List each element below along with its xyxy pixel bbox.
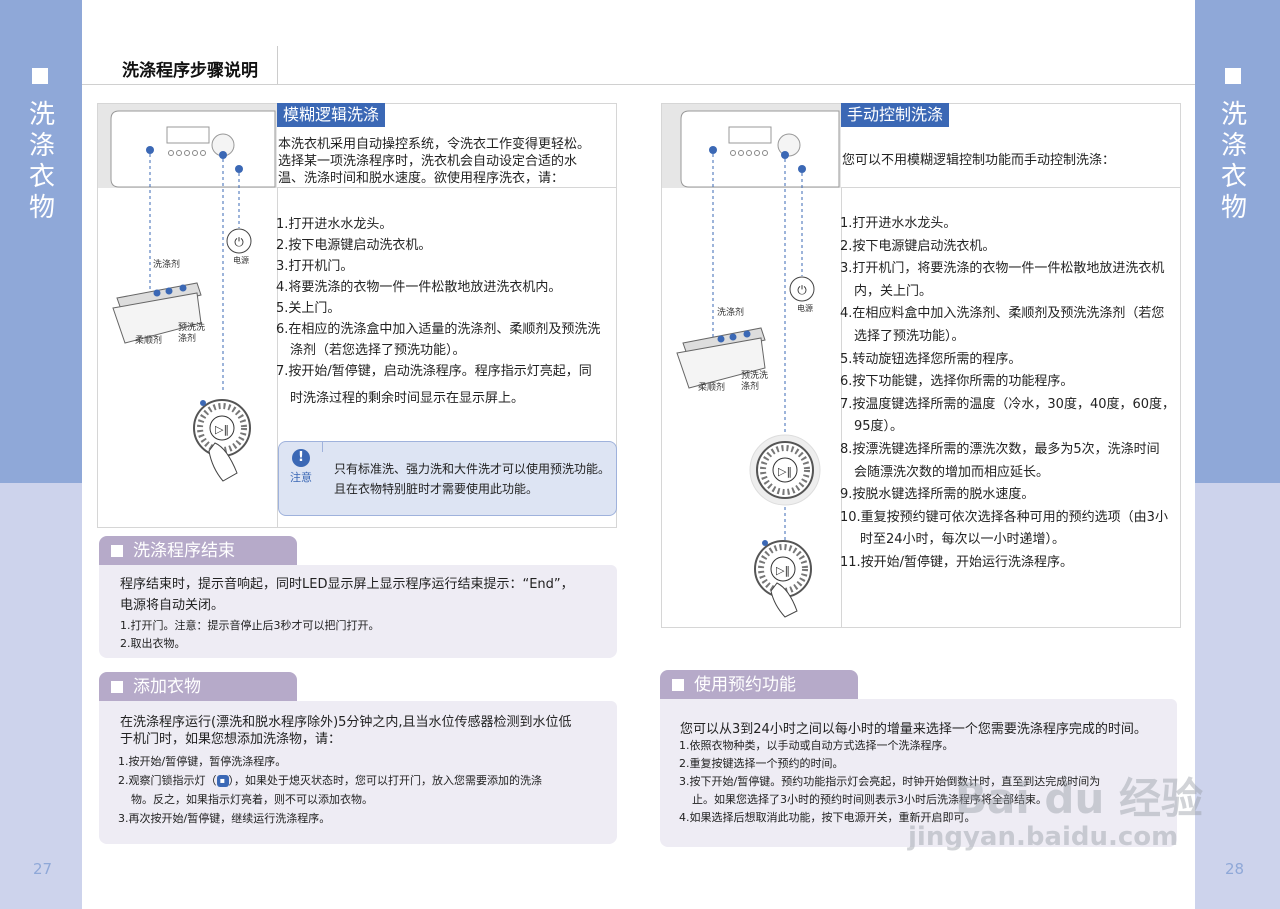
end-section-tab: 洗涤程序结束	[99, 536, 297, 566]
prewash-label: 预洗洗涤剂	[741, 371, 769, 392]
right-side-bar: 洗涤衣物	[1195, 0, 1280, 909]
svg-text:▷‖: ▷‖	[215, 423, 229, 436]
list-item: 物。反之，如果指示灯亮着，则不可以添加衣物。	[131, 793, 373, 806]
list-item: 2.观察门锁指示灯（▪），如果处于熄灭状态时，您可以打开门，放入您需要添加的洗涤	[118, 774, 542, 787]
svg-text:⏻: ⏻	[797, 283, 807, 297]
note-text: 只有标准洗、强力洗和大件洗才可以使用预洗功能。且在衣物特别脏时才需要使用此功能。	[334, 462, 611, 496]
page-title: 洗涤程序步骤说明	[122, 61, 258, 81]
note-label: 注意	[290, 471, 312, 484]
side-square-icon	[1225, 68, 1241, 84]
watermark-brand: Bai du 经验	[955, 774, 1203, 823]
list-item: 3.打开机门。	[276, 259, 354, 274]
list-item: 4.在相应料盒中加入洗涤剂、柔顺剂及预洗洗涤剂（若您	[840, 306, 1165, 322]
list-item: 止。如果您选择了3小时的预约时间则表示3小时后洗涤程序将全部结束。	[692, 793, 1047, 806]
reserve-section-tab: 使用预约功能	[660, 670, 858, 700]
list-item: 2.取出衣物。	[120, 637, 186, 650]
power-label: 电源	[797, 304, 813, 313]
list-item: 时至24小时，每次以一小时递增）。	[860, 532, 1066, 548]
list-item: 4.将要洗涤的衣物一件一件松散地放进洗衣机内。	[276, 280, 562, 295]
detergent-label: 洗涤剂	[153, 260, 181, 270]
list-item: 4.如果选择后想取消此功能，按下电源开关，重新开启即可。	[679, 811, 976, 824]
watermark-url: jingyan.baidu.com	[908, 822, 1179, 852]
list-item: 95度）。	[854, 419, 904, 435]
svg-text:▷‖: ▷‖	[776, 564, 790, 577]
list-item: 6.在相应的洗涤盒中加入适量的洗涤剂、柔顺剂及预洗洗	[276, 322, 601, 337]
svg-text:▷‖: ▷‖	[778, 465, 792, 478]
list-item: 5.转动旋钮选择您所需的程序。	[840, 351, 1022, 367]
list-item: 选择了预洗功能）。	[854, 328, 965, 344]
list-item: 3.按下开始/暂停键。预约功能指示灯会亮起，时钟开始倒数计时，直至到达完成时间为	[679, 775, 1101, 788]
list-item: 2.重复按键选择一个预约的时间。	[679, 757, 844, 770]
page-number-left: 27	[33, 860, 53, 878]
list-item: 时洗涤过程的剩余时间显示在显示屏上。	[290, 391, 525, 406]
warning-icon: !	[292, 449, 310, 467]
fuzzy-steps: 1.打开进水水龙头。 2.按下电源键启动洗衣机。 3.打开机门。 4.将要洗涤的…	[276, 213, 600, 408]
list-item: 1.打开进水水龙头。	[840, 216, 957, 231]
manual-steps: 1.打开进水水龙头。 2.按下电源键启动洗衣机。 3.打开机门，将要洗涤的衣物一…	[840, 213, 1175, 575]
manual-title: 手动控制洗涤	[841, 103, 950, 127]
softener-label: 柔顺剂	[698, 383, 726, 393]
end-line: 程序结束时，提示音响起，同时LED显示屏上显示程序运行结束提示：“End”，	[120, 577, 574, 592]
list-item: 2.按下电源键启动洗衣机。	[276, 238, 432, 253]
list-item: 8.按漂洗键选择所需的漂洗次数，最多为5次，洗涤时间	[840, 441, 1160, 457]
list-item: 1.按开始/暂停键，暂停洗涤程序。	[118, 755, 287, 768]
end-section-body: 程序结束时，提示音响起，同时LED显示屏上显示程序运行结束提示：“End”， 电…	[99, 565, 617, 658]
list-item: 3.打开机门，将要洗涤的衣物一件一件松散地放进洗衣机	[840, 261, 1165, 277]
fuzzy-title: 模糊逻辑洗涤	[277, 103, 386, 127]
list-item: 7.按温度键选择所需的温度（冷水，30度，40度，60度，	[840, 396, 1176, 412]
list-item: 7.按开始/暂停键，启动洗涤程序。程序指示灯亮起，同	[276, 364, 592, 379]
end-line: 电源将自动关闭。	[120, 598, 225, 613]
left-side-bar: 洗涤衣物	[0, 0, 82, 909]
softener-label: 柔顺剂	[135, 336, 163, 346]
side-square-icon	[32, 68, 48, 84]
side-title-left: 洗涤衣物	[28, 100, 55, 223]
page-number-right: 28	[1225, 860, 1245, 878]
list-item: 10.重复按预约键可依次选择各种可用的预约选项（由3小	[840, 509, 1168, 525]
list-item: 2.按下电源键启动洗衣机。	[840, 238, 996, 254]
power-label: 电源	[233, 256, 249, 265]
list-item: 11.按开始/暂停键，开始运行洗涤程序。	[840, 554, 1074, 570]
add-section-tab: 添加衣物	[99, 672, 297, 702]
prewash-label: 预洗洗涤剂	[178, 323, 206, 344]
note-box: ! 注意 只有标准洗、强力洗和大件洗才可以使用预洗功能。且在衣物特别脏时才需要使…	[278, 441, 617, 516]
list-item: 3.再次按开始/暂停键，继续运行洗涤程序。	[118, 812, 331, 825]
list-item: 6.按下功能键，选择你所需的功能程序。	[840, 374, 1074, 390]
detergent-label: 洗涤剂	[717, 308, 745, 318]
washer-illustration-left: ⏻ ▷‖	[110, 110, 276, 482]
list-item: 会随漂洗次数的增加而相应延长。	[854, 464, 1050, 480]
list-item: 内，关上门。	[854, 283, 933, 299]
list-item: 9.按脱水键选择所需的脱水速度。	[840, 487, 1035, 503]
manual-intro: 您可以不用模糊逻辑控制功能而手动控制洗涤：	[842, 153, 1116, 168]
washer-illustration-right: ⏻ ▷‖ ▷‖	[676, 110, 840, 618]
list-item: 涤剂（若您选择了预洗功能）。	[290, 343, 466, 358]
lock-icon: ▪	[216, 775, 229, 787]
side-title-right: 洗涤衣物	[1220, 100, 1247, 223]
reserve-section-body: 您可以从3到24小时之间以每小时的增量来选择一个您需要洗涤程序完成的时间。 1.…	[660, 699, 1177, 847]
add-section-body: 在洗涤程序运行(漂洗和脱水程序除外)5分钟之内,且当水位传感器检测到水位低 于机…	[99, 701, 617, 844]
list-item: 1.打开进水水龙头。	[276, 217, 393, 232]
svg-text:⏻: ⏻	[234, 235, 244, 249]
list-item: 1.依照衣物种类，以手动或自动方式选择一个洗涤程序。	[679, 739, 954, 752]
list-item: 1.打开门。注意：提示音停止后3秒才可以把门打开。	[120, 619, 380, 632]
fuzzy-intro: 本洗衣机采用自动操控系统，令洗衣工作变得更轻松。选择某一项洗涤程序时，洗衣机会自…	[278, 137, 591, 186]
list-item: 5.关上门。	[276, 301, 341, 316]
